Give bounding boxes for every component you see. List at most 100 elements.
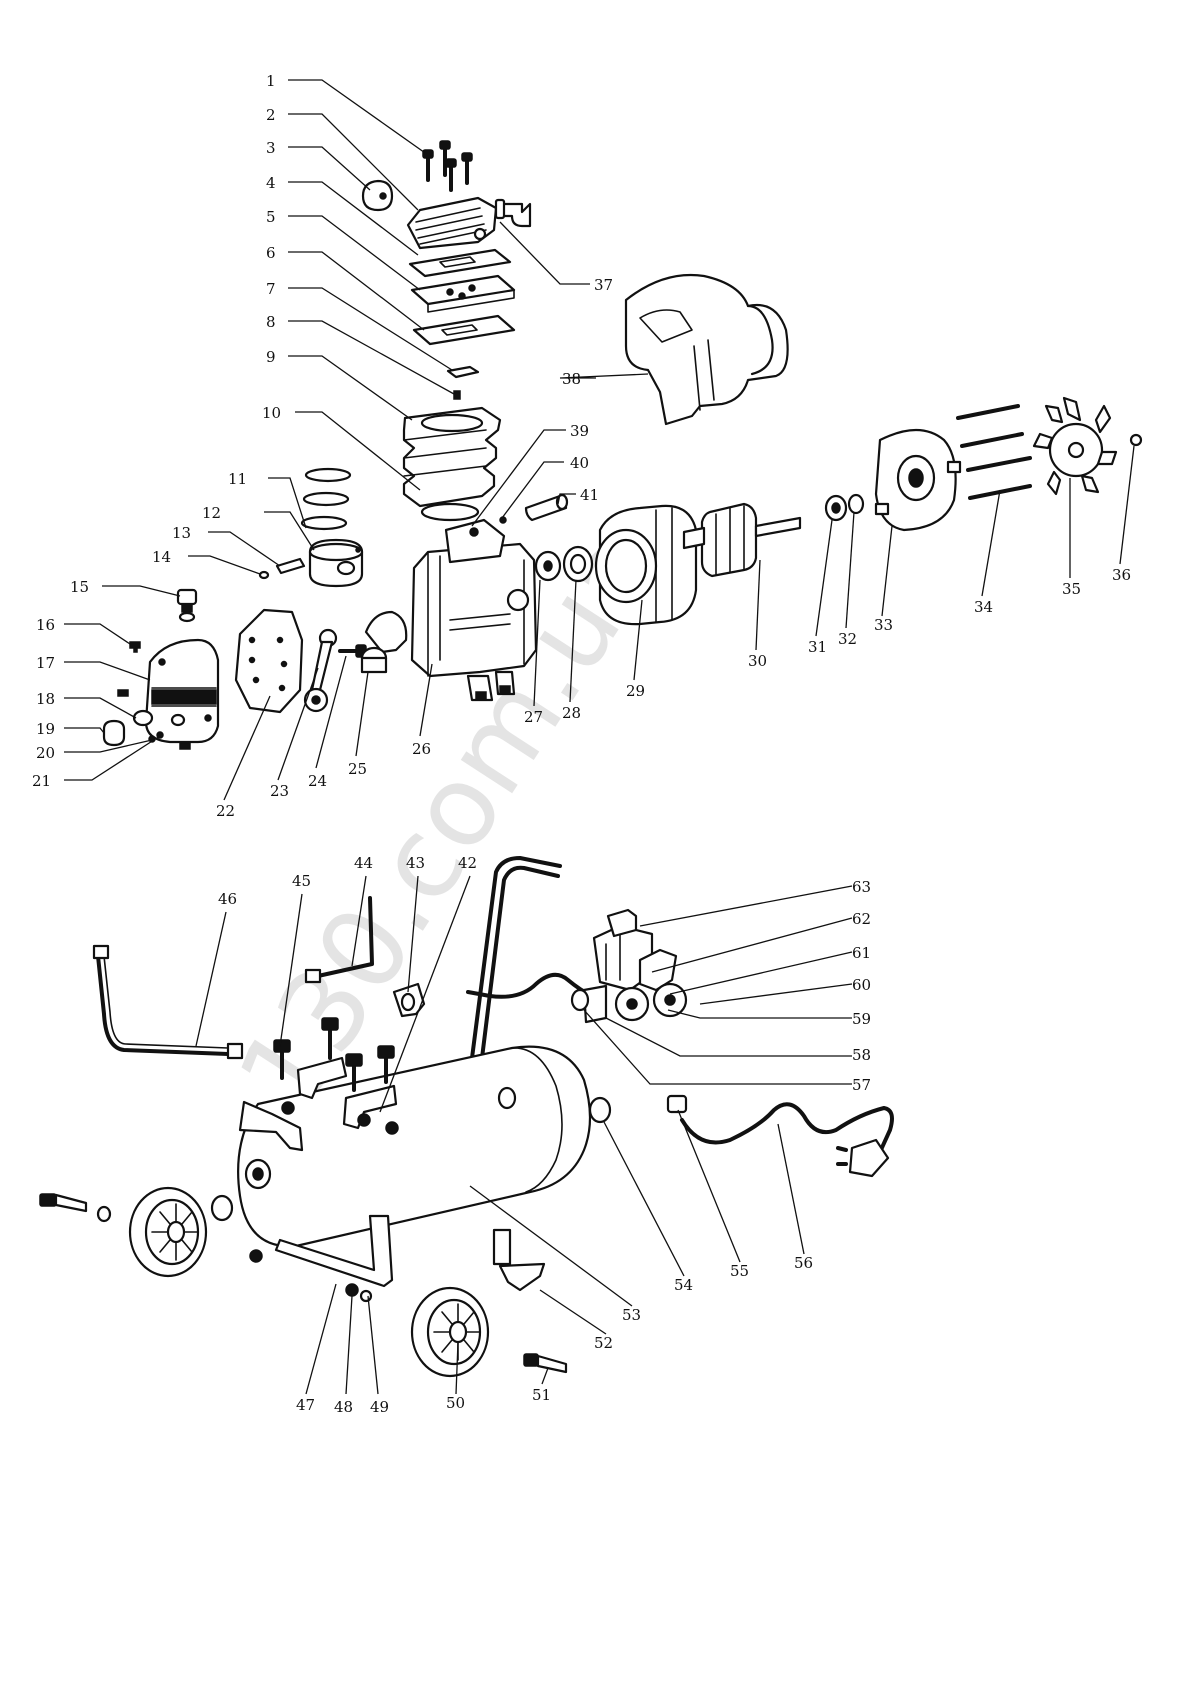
cord-gland: [668, 1096, 686, 1112]
label-45: 45: [292, 872, 311, 890]
front-bearing: [564, 547, 592, 581]
label-18: 18: [36, 690, 55, 708]
label-29: 29: [626, 682, 645, 700]
label-61: 61: [852, 944, 871, 962]
label-5: 5: [266, 208, 276, 226]
label-2: 2: [266, 106, 276, 124]
piston-rings: [302, 469, 350, 529]
label-21: 21: [32, 772, 51, 790]
end-shield: [876, 430, 960, 530]
label-7: 7: [266, 280, 276, 298]
gasket-upper: [410, 250, 510, 276]
label-47: 47: [296, 1396, 315, 1414]
label-59: 59: [852, 1010, 871, 1028]
cover-screw-upper: [118, 690, 128, 696]
foot-nut: [346, 1284, 358, 1296]
motor-shroud: [626, 275, 788, 424]
label-31: 31: [808, 638, 827, 656]
label-56: 56: [794, 1254, 813, 1272]
label-40: 40: [570, 454, 589, 472]
nut: [470, 528, 478, 536]
label-41: 41: [580, 486, 599, 504]
reed-valve: [448, 367, 478, 377]
label-17: 17: [36, 654, 55, 672]
axle-bolt-rear: [40, 1194, 86, 1211]
label-46: 46: [218, 890, 237, 908]
label-39: 39: [570, 422, 589, 440]
elbow-fitting: [496, 200, 530, 226]
cylinder: [404, 408, 500, 520]
label-63: 63: [852, 878, 871, 896]
pipe-nut-end: [228, 1044, 242, 1058]
label-12: 12: [202, 504, 221, 522]
label-3: 3: [266, 139, 276, 157]
crankshaft: [362, 612, 406, 672]
label-34: 34: [974, 598, 993, 616]
label-37: 37: [594, 276, 613, 294]
label-27: 27: [524, 708, 543, 726]
label-13: 13: [172, 524, 191, 542]
nut-a: [282, 1102, 294, 1114]
label-48: 48: [334, 1398, 353, 1416]
label-49: 49: [370, 1398, 389, 1416]
cooling-fan: [1034, 398, 1116, 494]
label-53: 53: [622, 1306, 641, 1324]
label-19: 19: [36, 720, 55, 738]
foot-washer: [361, 1291, 371, 1301]
label-32: 32: [838, 630, 857, 648]
label-10: 10: [262, 404, 281, 422]
cylinder-head: [408, 198, 496, 248]
label-8: 8: [266, 313, 276, 331]
oil-seal-ring: [134, 711, 152, 725]
head-bolts: [423, 141, 472, 190]
label-28: 28: [562, 704, 581, 722]
label-11: 11: [228, 470, 247, 488]
tank-plug: [590, 1098, 610, 1122]
label-26: 26: [412, 740, 431, 758]
label-1: 1: [266, 72, 276, 90]
front-wheel: [412, 1288, 488, 1376]
head-cap: [363, 181, 392, 210]
crankcase-cover: [146, 640, 218, 742]
drain-fitting: [306, 970, 320, 982]
cover-screw: [130, 642, 140, 652]
label-16: 16: [36, 616, 55, 634]
label-4: 4: [266, 174, 276, 192]
label-25: 25: [348, 760, 367, 778]
cover-screw-lower: [180, 743, 190, 749]
label-15: 15: [70, 578, 89, 596]
label-55: 55: [730, 1262, 749, 1280]
label-60: 60: [852, 976, 871, 994]
label-50: 50: [446, 1394, 465, 1412]
pipe-nut-top: [94, 946, 108, 958]
label-36: 36: [1112, 566, 1131, 584]
label-51: 51: [532, 1386, 551, 1404]
stator: [596, 506, 696, 624]
connecting-rod: [305, 630, 336, 711]
label-38: 38: [562, 370, 581, 388]
piston: [310, 540, 362, 586]
wave-washer: [849, 495, 863, 513]
rear-bearing: [826, 496, 846, 520]
gasket-lower: [414, 316, 514, 344]
breather-plug: [178, 590, 196, 621]
label-42: 42: [458, 854, 477, 872]
wheel-spacer: [212, 1196, 232, 1220]
label-20: 20: [36, 744, 55, 762]
label-35: 35: [1062, 580, 1081, 598]
label-57: 57: [852, 1076, 871, 1094]
label-14: 14: [152, 548, 171, 566]
label-43: 43: [406, 854, 425, 872]
label-9: 9: [266, 348, 276, 366]
tank-assembly: [40, 858, 892, 1376]
rubber-foot: [500, 1264, 544, 1290]
circlip: [260, 572, 268, 578]
label-62: 62: [852, 910, 871, 928]
axle-washer: [98, 1207, 110, 1221]
label-22: 22: [216, 802, 235, 820]
label-30: 30: [748, 652, 767, 670]
axle-bolt-front: [524, 1354, 566, 1372]
capacitor: [526, 495, 567, 520]
label-58: 58: [852, 1046, 871, 1064]
